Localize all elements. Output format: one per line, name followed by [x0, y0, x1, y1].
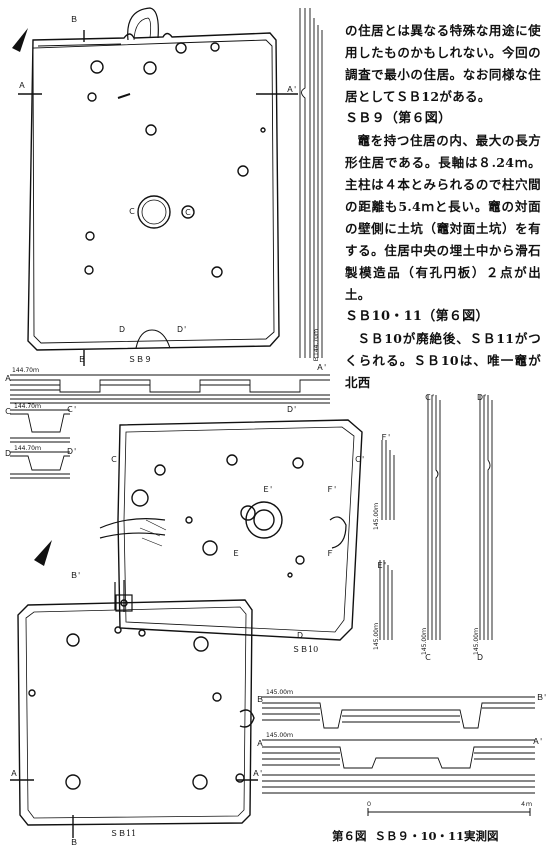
elev-sb9-d: 144.70ｍ [14, 445, 41, 452]
heading-sb9: ＳＢ９（第６図） [345, 111, 452, 126]
label-a-hsec: Ａ [256, 739, 264, 748]
elev-sb11-b: 145.00ｍ [266, 689, 293, 696]
label-dp-sb9: Ｄ' [176, 325, 186, 334]
scale-zero: ０ [366, 801, 372, 808]
label-cp-sb9: Ｃ' [184, 208, 194, 217]
elev-sb10-f: 145.00ｍ [373, 503, 380, 530]
sb11-plan [10, 580, 258, 838]
elev-sb11-a: 145.00ｍ [266, 732, 293, 739]
label-cp-vsec: Ｃ' [424, 393, 434, 402]
label-dp-section: Ｄ' [66, 447, 76, 456]
heading-sb10-11: ＳＢ10・11（第６図） [345, 309, 489, 324]
label-fp-vsec: Ｆ' [380, 433, 390, 442]
label-a-sb9: Ａ [18, 81, 26, 90]
label-a-sb11: Ａ [10, 769, 18, 778]
label-d-vsec: Ｄ [476, 653, 484, 662]
scale-four: ４ｍ [520, 801, 532, 808]
sb10-plan [99, 419, 363, 641]
figure-caption: 第６図 ＳＢ９・10・11実測図 [332, 828, 542, 844]
north-arrow-icon-2 [34, 540, 52, 566]
label-bp-sb11: Ｂ' [70, 571, 80, 580]
figure-number: 第６図 [332, 829, 367, 843]
north-arrow-icon [12, 28, 28, 52]
paragraph-sb10-11: ＳＢ10が廃絶後、ＳＢ11がつくられる。ＳＢ10は、唯一竈が北西 [345, 331, 541, 390]
paragraph-continued: の住居とは異なる特殊な用途に使用したものかもしれない。今回の調査で最小の住居。な… [345, 23, 541, 104]
elev-sb10-d: 145.00ｍ [473, 628, 480, 655]
sb9-section-b [299, 8, 323, 358]
label-dp-sb10: Ｄ' [286, 405, 296, 414]
sb9-section-a [10, 374, 330, 404]
label-dp-vsec: Ｄ' [476, 393, 486, 402]
label-c-section: Ｃ [4, 407, 12, 416]
label-cp-sb10: Ｃ' [354, 455, 364, 464]
label-bp-hsec: Ｂ' [536, 693, 546, 702]
figure-caption-text: ＳＢ９・10・11実測図 [374, 829, 499, 843]
label-b-sb9: Ｂ [78, 355, 86, 364]
label-ap-sb11: Ａ' [252, 769, 262, 778]
label-f-sb10: Ｆ [326, 549, 334, 558]
label-sb10: ＳＢ10 [292, 645, 318, 654]
sb11-sections-horizontal [262, 696, 535, 794]
elev-sb10-c: 145.00ｍ [421, 628, 428, 655]
label-b-sb11: Ｂ [70, 838, 78, 847]
elev-sb9-a: 144.70ｍ [12, 367, 39, 374]
label-d-sb9: Ｄ [118, 325, 126, 334]
scale-bar [367, 808, 531, 816]
sb9-plan [18, 7, 298, 366]
elev-sb9-b: Ｂ144.70ｍ [313, 329, 320, 362]
label-b-top: Ｂ [70, 15, 78, 24]
label-ap-section: Ａ' [316, 363, 326, 372]
label-d-section: Ｄ [4, 449, 12, 458]
label-c-vsec: Ｃ [424, 653, 432, 662]
elev-sb10-e: 145.00ｍ [373, 623, 380, 650]
body-text: の住居とは異なる特殊な用途に使用したものかもしれない。今回の調査で最小の住居。な… [345, 20, 541, 394]
label-a-section: Ａ [4, 374, 12, 383]
label-ap-sb9: Ａ' [286, 85, 296, 94]
paragraph-sb9: 竈を持つ住居の内、最大の長方形住居である。長軸は８.24ｍ。主柱は４本とみられる… [345, 133, 541, 302]
label-fp-sb10: Ｆ' [326, 485, 336, 494]
sb10-sections-vertical [379, 395, 493, 640]
label-ep-vsec: Ｅ' [376, 561, 386, 570]
label-d-sb10: Ｄ [296, 631, 304, 640]
sb9-section-cd [10, 409, 70, 479]
label-c-sb9: Ｃ [128, 207, 136, 216]
label-ap-hsec: Ａ' [532, 737, 542, 746]
elev-sb9-c: 144.70ｍ [14, 403, 41, 410]
label-e-sb10: Ｅ [232, 549, 240, 558]
label-b-hsec: Ｂ [256, 695, 264, 704]
label-sb11: ＳＢ11 [110, 829, 136, 838]
label-ep-sb10: Ｅ' [262, 485, 272, 494]
label-c-sb10: Ｃ [110, 455, 118, 464]
label-cp-section: Ｃ' [66, 405, 76, 414]
label-sb9: ＳＢ９ [128, 355, 152, 364]
